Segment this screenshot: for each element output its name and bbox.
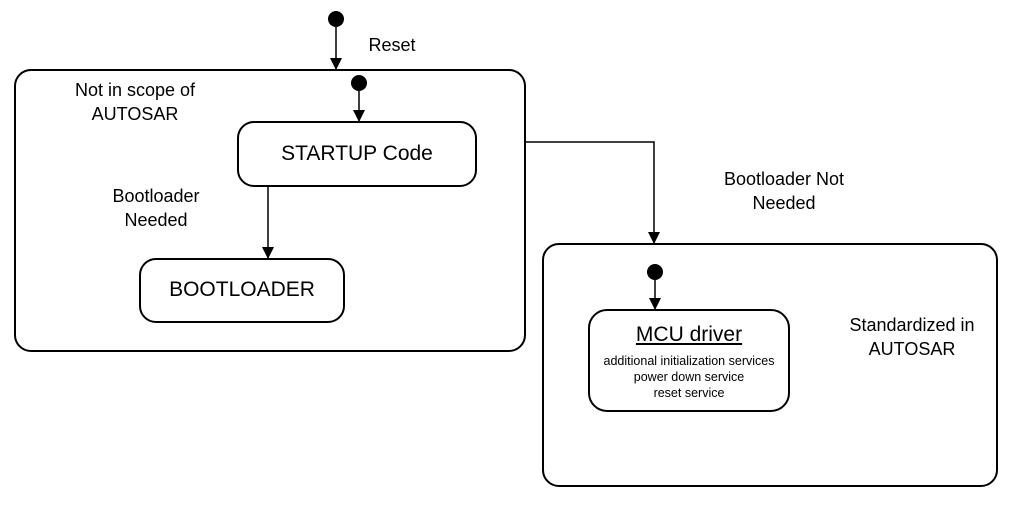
- bootloader-not-needed-label: Bootloader Not Needed: [694, 167, 874, 215]
- bootloader-needed-line-2: Needed: [124, 210, 188, 230]
- bootloader-not-needed-arrow: [526, 141, 660, 244]
- region-not-in-scope-label: Not in scope of AUTOSAR: [55, 78, 215, 126]
- region-standardized: [542, 243, 998, 487]
- state-mcu-box: [588, 309, 790, 412]
- initial-node-mcu: [647, 264, 663, 280]
- bootloader-not-needed-line-1: Bootloader Not: [723, 169, 845, 189]
- mcu-service-item: reset service: [653, 386, 725, 400]
- not-in-scope-line-2: AUTOSAR: [91, 104, 179, 124]
- region-not-in-scope: [14, 69, 526, 352]
- region-standardized-label: Standardized in AUTOSAR: [822, 313, 1002, 361]
- state-startup-box: [237, 121, 477, 187]
- bootloader-needed-line-1: Bootloader: [112, 186, 200, 206]
- state-mcu-content: MCU driver additional initialization ser…: [589, 322, 789, 401]
- standardized-line-1: Standardized in: [849, 315, 975, 335]
- mcu-service-item: additional initialization services: [603, 354, 775, 368]
- bootloader-not-needed-line-2: Needed: [752, 193, 816, 213]
- standardized-line-2: AUTOSAR: [868, 339, 956, 359]
- initial-node-startup: [351, 75, 367, 91]
- bootloader-needed-label: Bootloader Needed: [96, 184, 216, 232]
- mcu-service-item: power down service: [633, 370, 745, 384]
- state-startup-label: STARTUP Code: [281, 142, 433, 165]
- initial-node-outer: [328, 11, 344, 27]
- state-mcu-title: MCU driver: [635, 323, 743, 346]
- state-bootloader-box: [139, 258, 345, 323]
- reset-label: Reset: [368, 35, 416, 55]
- state-bootloader-label: BOOTLOADER: [169, 278, 315, 301]
- not-in-scope-line-1: Not in scope of: [74, 80, 196, 100]
